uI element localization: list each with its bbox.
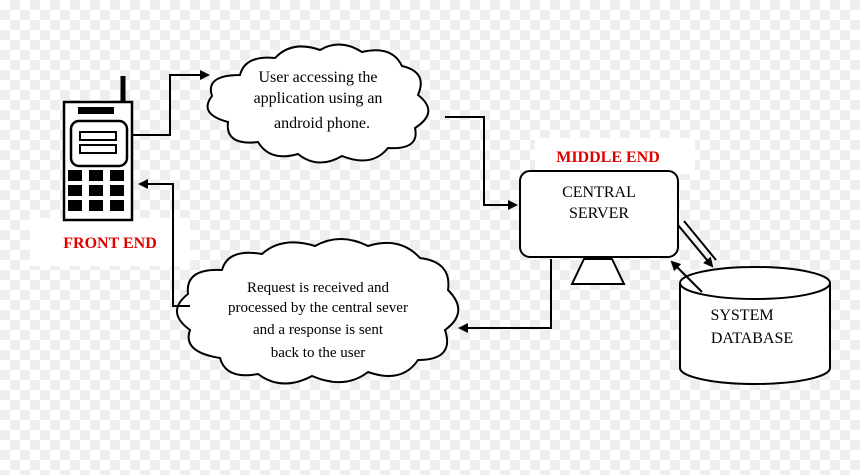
front-end-label: FRONT END [63, 235, 157, 252]
arrow-phone-to-cloud [132, 70, 210, 136]
front-end-label-bg [30, 218, 190, 266]
cloud-top [206, 43, 430, 164]
cloud-bottom-line4: back to the user [271, 345, 366, 361]
arrow-database-to-server [670, 260, 703, 293]
cloud-bottom-line1: Request is received and [247, 280, 390, 296]
middle-end-label-bg [535, 138, 695, 174]
cloud-bottom [176, 238, 460, 385]
cloud-bottom-line2: processed by the central sever [228, 300, 408, 316]
server-label-line2: SERVER [569, 205, 629, 222]
cloud-bottom-line3: and a response is sent [253, 322, 384, 338]
server-label-line1: CENTRAL [562, 184, 636, 201]
arrow-server-to-database [677, 224, 714, 268]
arrow-cloud-to-phone [138, 179, 190, 307]
database-label-line1: SYSTEM [710, 307, 773, 324]
arrow-server-to-database-double [683, 220, 717, 261]
server-icon [519, 170, 679, 285]
cloud-top-line3: android phone. [274, 115, 370, 132]
middle-end-label: MIDDLE END [556, 149, 660, 166]
cloud-top-line1: User accessing the [258, 69, 377, 86]
arrow-cloud-to-server [445, 116, 518, 210]
connectors [132, 70, 717, 333]
database-icon [679, 266, 831, 385]
arrow-server-to-cloud [458, 259, 552, 333]
phone-icon [62, 76, 134, 222]
cloud-top-line2: application using an [254, 90, 383, 107]
database-label-line2: DATABASE [711, 330, 793, 347]
